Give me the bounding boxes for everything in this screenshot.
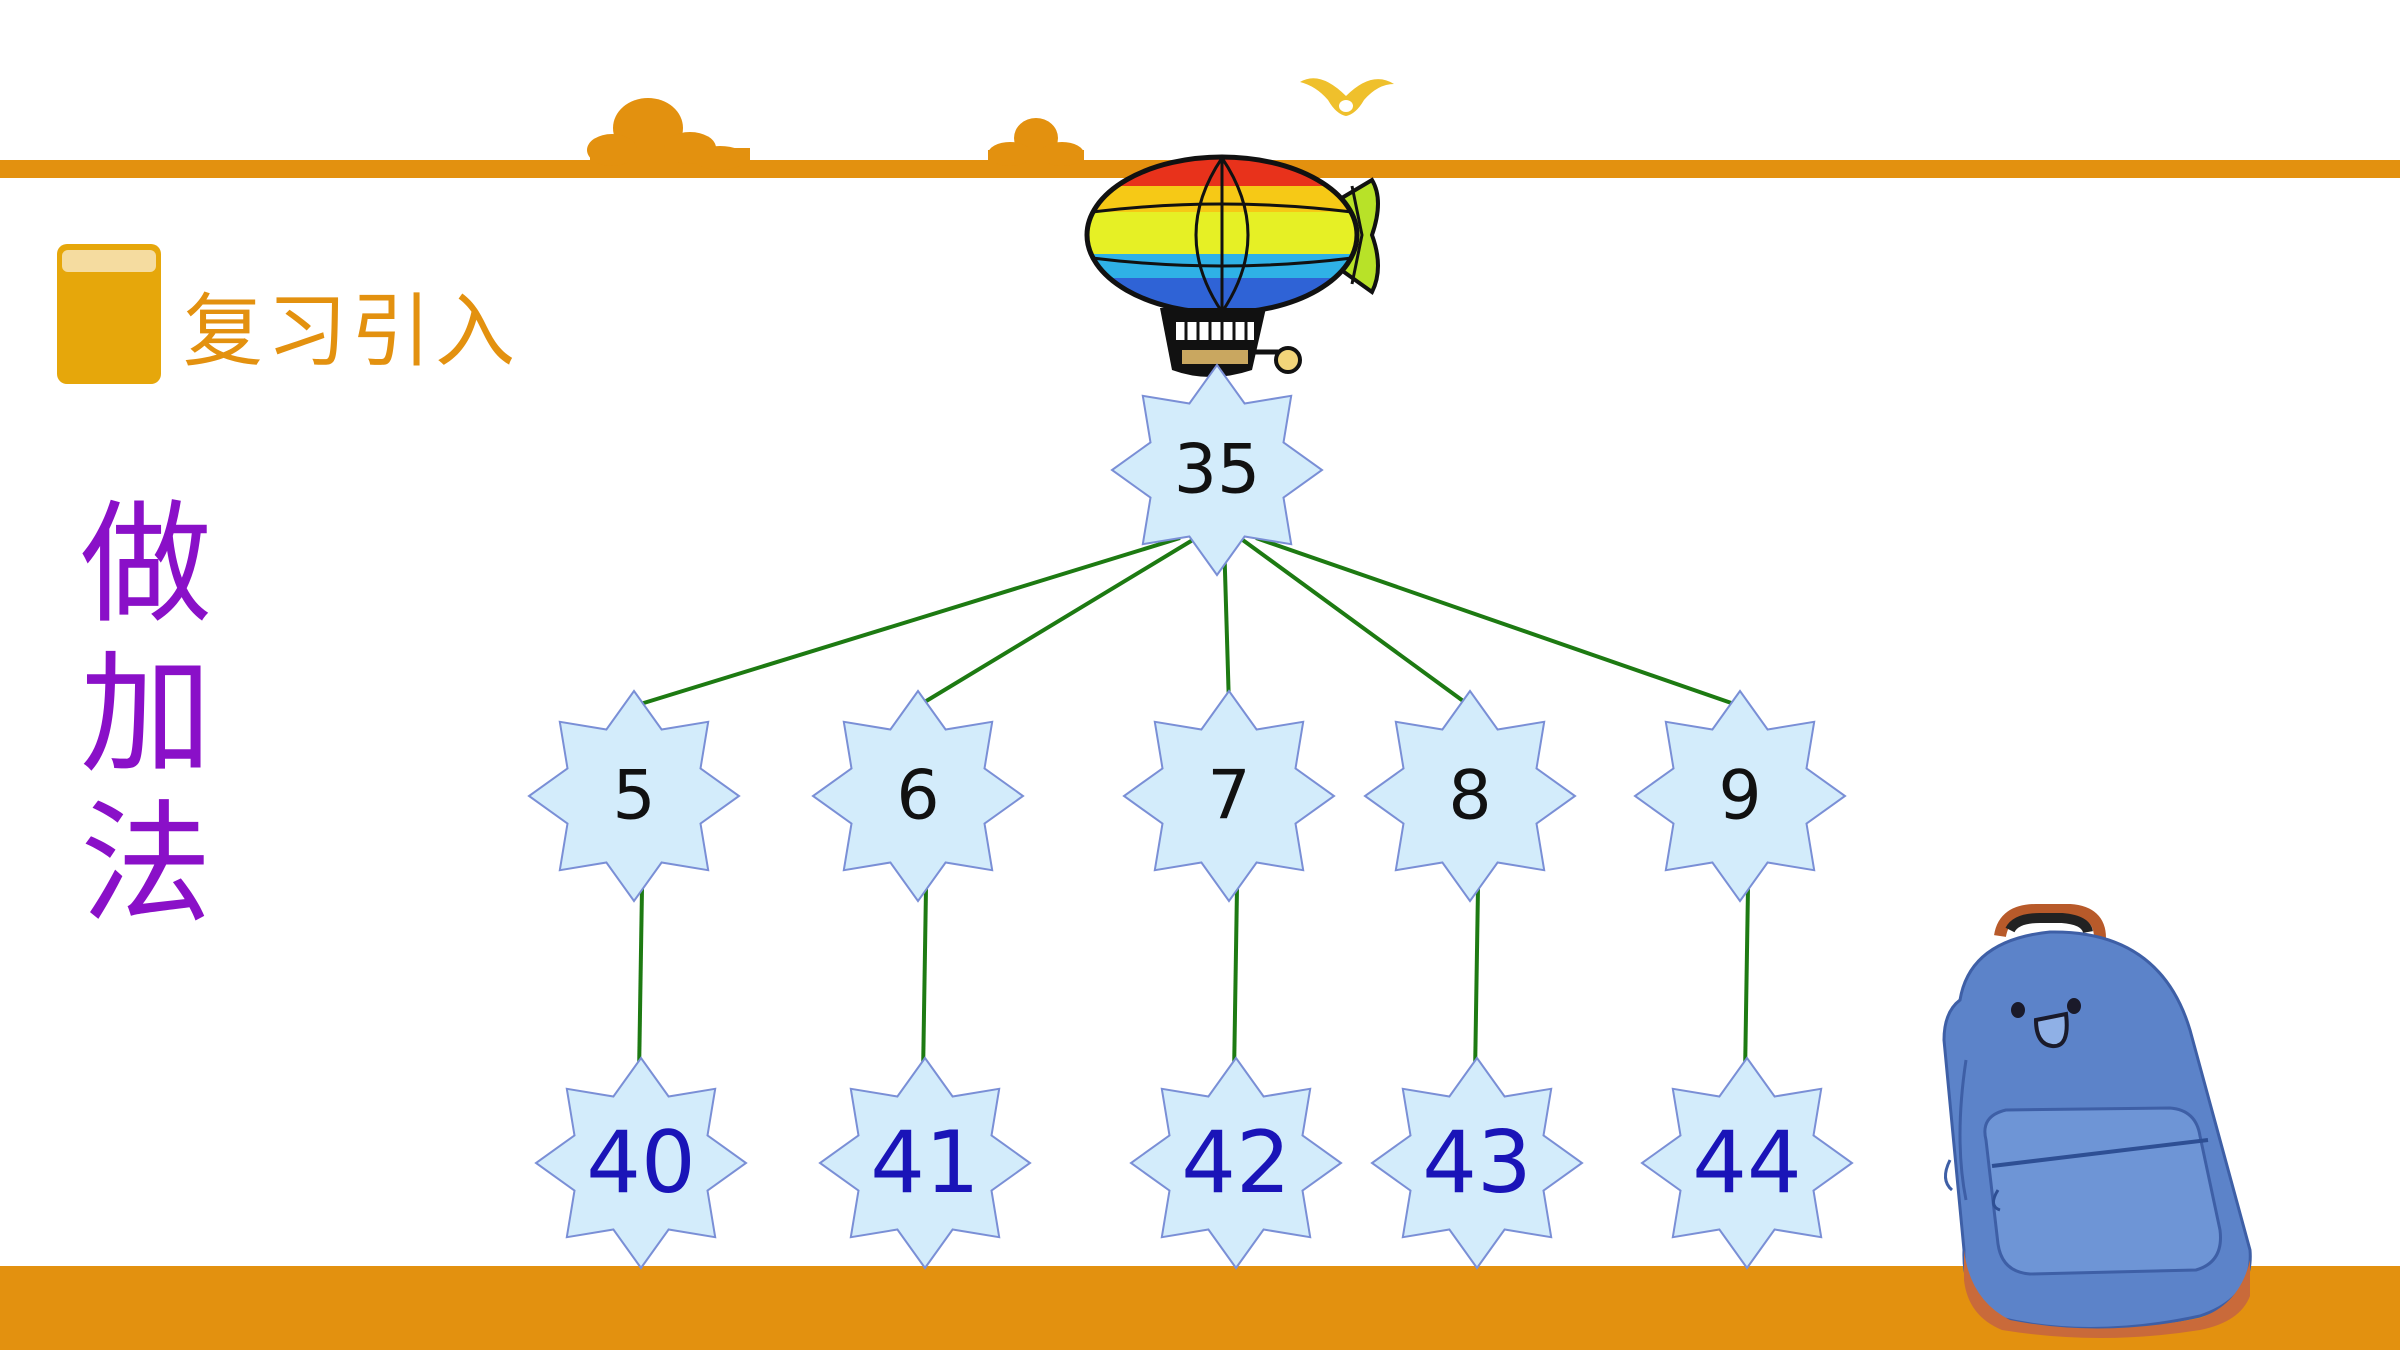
connector-line — [916, 536, 1198, 708]
sum-node-label: 43 — [1422, 1113, 1531, 1213]
star-shape — [1110, 363, 1324, 577]
connector-lines — [633, 536, 1750, 1077]
connector-line — [1222, 537, 1231, 707]
addend-node: 5 — [527, 689, 741, 903]
connector-line — [1232, 887, 1239, 1077]
connector-line — [1238, 536, 1472, 708]
vertical-title-char: 法 — [80, 788, 212, 942]
cloud-icon — [988, 118, 1084, 166]
star-shape — [1633, 689, 1847, 903]
sum-node: 43 — [1370, 1056, 1584, 1270]
star-shape — [1122, 689, 1336, 903]
star-shape — [818, 1056, 1032, 1270]
sum-node-label: 42 — [1181, 1113, 1290, 1213]
connector-line — [637, 887, 644, 1077]
star-shape — [527, 689, 741, 903]
connector-line — [1473, 887, 1480, 1077]
sum-node: 41 — [818, 1056, 1032, 1270]
book-icon — [57, 244, 161, 384]
backpack-icon — [1942, 904, 2252, 1338]
airship-icon — [1084, 154, 1380, 377]
sum-node-label: 44 — [1692, 1113, 1801, 1213]
tree-nodes: 35 5 6 7 8 9 40 41 42 43 44 — [527, 363, 1854, 1270]
connector-line — [1743, 887, 1750, 1077]
addend-node-label: 9 — [1718, 757, 1761, 836]
addend-node: 6 — [811, 689, 1025, 903]
connector-line — [921, 887, 928, 1077]
addend-node: 7 — [1122, 689, 1336, 903]
vertical-title-char: 加 — [80, 638, 212, 792]
sum-node: 44 — [1640, 1056, 1854, 1270]
addend-node-label: 5 — [612, 757, 655, 836]
cloud-icon — [587, 98, 750, 170]
star-shape — [1370, 1056, 1584, 1270]
connector-line — [633, 536, 1181, 708]
star-shape — [811, 689, 1025, 903]
vertical-title-char: 做 — [80, 488, 212, 642]
sum-node: 40 — [534, 1056, 748, 1270]
sum-node: 42 — [1129, 1056, 1343, 1270]
star-shape — [1640, 1056, 1854, 1270]
addend-node: 9 — [1633, 689, 1847, 903]
addend-node-label: 6 — [896, 757, 939, 836]
bird-icon — [1300, 78, 1394, 116]
root-node: 35 — [1110, 363, 1324, 577]
section-title: 复习引入 — [183, 285, 519, 378]
star-shape — [534, 1056, 748, 1270]
addend-node-label: 8 — [1448, 757, 1491, 836]
sum-node-label: 40 — [586, 1113, 695, 1213]
addend-node-label: 7 — [1207, 757, 1250, 836]
vertical-title: 做 加 法 — [80, 488, 212, 942]
addend-node: 8 — [1363, 689, 1577, 903]
sum-node-label: 41 — [870, 1113, 979, 1213]
star-shape — [1129, 1056, 1343, 1270]
root-node-label: 35 — [1174, 431, 1261, 510]
connector-line — [1255, 536, 1741, 708]
star-shape — [1363, 689, 1577, 903]
